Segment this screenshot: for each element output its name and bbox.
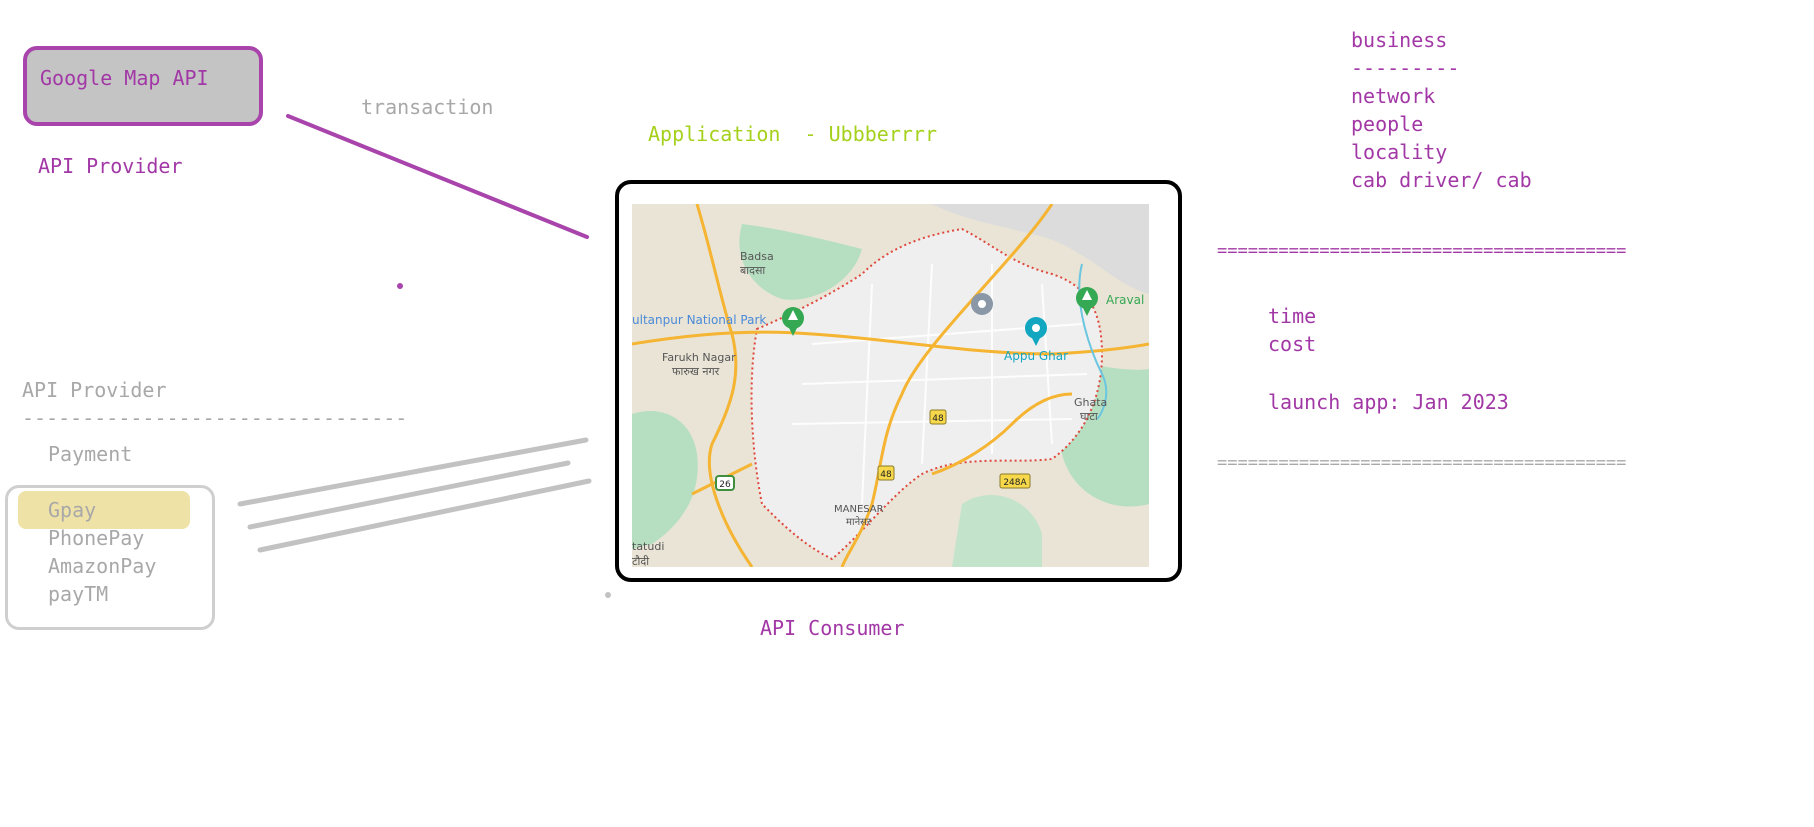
separator-top: ======================================== [1217,241,1627,261]
gpay-highlight [18,491,190,529]
place-label-park: ultanpur National Park [632,313,766,327]
separator-bottom: ======================================== [1217,453,1627,473]
highway-shield-48-a: 48 [929,409,947,425]
business-item-cab: cab driver/ cab [1351,168,1532,192]
city-boundary [750,227,1104,561]
payment-option-gpay: Gpay [48,498,97,522]
amusement-marker-icon [1025,317,1047,346]
place-label-appu: Appu Ghar [1004,349,1068,363]
gurgaon-map: 48 48 26 248A Badsa बादसा ultanpur Natio… [632,204,1149,567]
highway-shield-248a: 248A [999,473,1031,489]
green-area [739,224,862,300]
green-area [632,410,698,549]
place-label-manesar: MANESAR [834,504,884,515]
stray-dot-gray [605,592,611,598]
highway-shield-26: 26 [715,475,735,491]
tree-marker-icon [782,307,804,336]
svg-text:48: 48 [932,414,944,424]
place-label-farukh-hi: फारुख नगर [672,365,720,378]
api-consumer-caption: API Consumer [760,616,905,640]
google-map-api-box [23,46,263,126]
google-map-api-label: Google Map API [40,66,209,90]
application-title: Application - Ubbberrrr [648,122,937,146]
place-label-farukh: Farukh Nagar [662,351,736,364]
payment-provider-divider: -------------------------------- [22,406,408,430]
place-label-pataudi-hi: टौदी [632,555,649,567]
place-label-ghata-hi: घाटा [1080,410,1098,423]
svg-text:26: 26 [719,480,731,490]
payment-option-phonepay: PhonePay [48,526,145,550]
temple-marker-icon [971,293,993,315]
place-label-manesar-hi: मानेसर [846,516,872,528]
payment-connector-1 [237,437,589,507]
business-item-locality: locality [1351,140,1448,164]
highways [632,204,1149,567]
business-item-people: people [1351,112,1424,136]
payment-category-label: Payment [48,442,133,466]
place-label-ghata: Ghata [1074,396,1107,409]
api-provider-caption: API Provider [38,154,183,178]
payment-option-paytm: payTM [48,582,109,606]
payment-options-box [5,485,215,630]
place-label-aravali: Araval [1106,293,1144,307]
place-label-badsa-hi: बादसा [740,264,765,277]
stray-dot-purple [397,283,403,289]
place-label-badsa: Badsa [740,250,774,263]
green-area [952,495,1042,567]
svg-text:248A: 248A [1003,478,1027,488]
place-label-pataudi: tatudi [632,540,664,553]
highway-shield-48-b: 48 [877,465,895,481]
payment-connector-2 [247,460,571,530]
transaction-connector [286,114,589,239]
tree-marker-icon [1076,287,1098,316]
note-launch: launch app: Jan 2023 [1268,390,1509,414]
business-heading: business [1351,28,1448,52]
svg-text:48: 48 [880,470,892,480]
transaction-label: transaction [361,95,494,119]
note-time: time [1268,304,1317,328]
urban-area [932,204,1149,294]
note-cost: cost [1268,332,1317,356]
payment-provider-heading: API Provider [22,378,167,402]
payment-option-amazonpay: AmazonPay [48,554,157,578]
payment-connector-3 [257,478,592,553]
business-divider: --------- [1351,56,1460,80]
business-item-network: network [1351,84,1436,108]
